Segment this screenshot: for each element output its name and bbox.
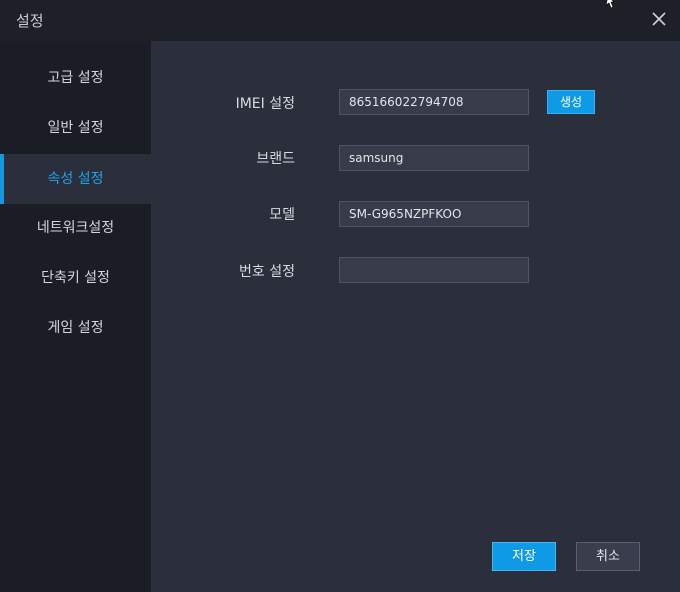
close-button[interactable] (648, 8, 670, 30)
settings-sidebar: 고급 설정 일반 설정 속성 설정 네트워크설정 단축키 설정 게임 설정 (0, 41, 151, 592)
imei-field[interactable] (339, 89, 529, 115)
title-bar: 설정 (0, 0, 680, 41)
cancel-button[interactable]: 취소 (576, 542, 640, 571)
model-field[interactable] (339, 201, 529, 227)
sidebar-item-general[interactable]: 일반 설정 (47, 120, 104, 136)
number-label: 번호 설정 (239, 264, 295, 280)
brand-label: 브랜드 (256, 151, 295, 167)
window-title: 설정 (16, 12, 44, 30)
sidebar-item-properties[interactable]: 속성 설정 (0, 154, 151, 204)
brand-field[interactable] (339, 145, 529, 171)
mouse-cursor-icon (606, 0, 615, 8)
sidebar-item-advanced[interactable]: 고급 설정 (47, 70, 104, 86)
sidebar-item-shortcuts[interactable]: 단축키 설정 (41, 270, 110, 286)
number-field[interactable] (339, 257, 529, 283)
sidebar-item-network[interactable]: 네트워크설정 (36, 220, 115, 236)
sidebar-item-game[interactable]: 게임 설정 (47, 320, 104, 336)
close-icon (652, 12, 666, 26)
generate-imei-button[interactable]: 생성 (547, 90, 595, 114)
imei-label: IMEI 설정 (235, 96, 295, 112)
model-label: 모델 (269, 207, 295, 223)
save-button[interactable]: 저장 (492, 542, 556, 571)
properties-panel: IMEI 설정 생성 브랜드 모델 번호 설정 저장 취소 (151, 41, 680, 592)
